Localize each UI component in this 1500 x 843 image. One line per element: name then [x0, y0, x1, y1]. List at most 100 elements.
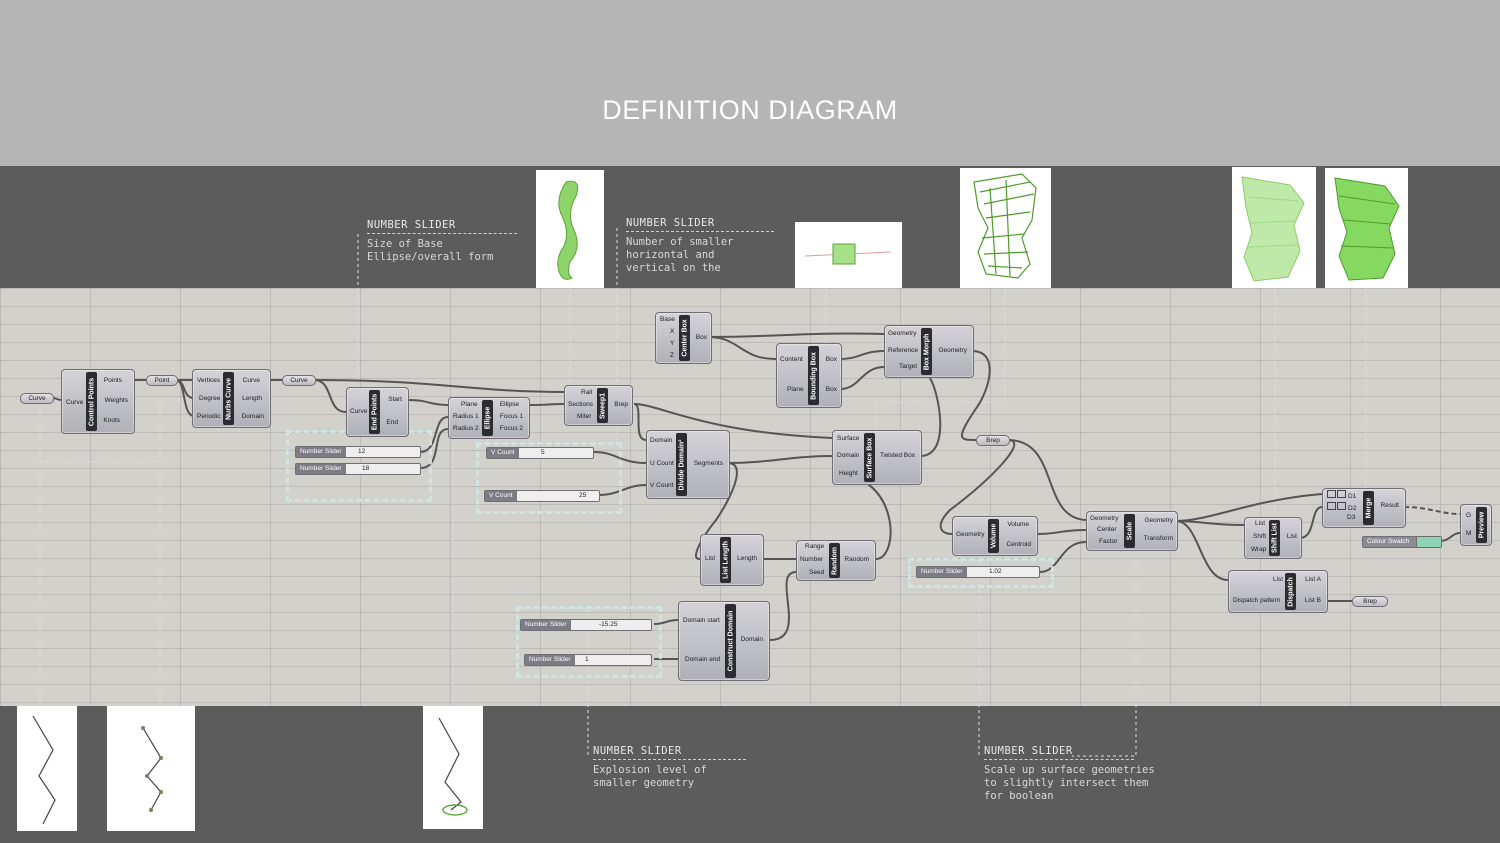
- output-end[interactable]: End: [386, 419, 398, 426]
- output-segments[interactable]: Segments: [693, 460, 723, 467]
- input-degree[interactable]: Degree: [199, 395, 221, 402]
- input-dispatch-pattern[interactable]: Dispatch pattern: [1233, 597, 1281, 604]
- input-z[interactable]: Z: [670, 352, 674, 359]
- input-y[interactable]: Y: [670, 340, 675, 347]
- output-focus-2[interactable]: Focus 2: [499, 425, 523, 432]
- input-v-count[interactable]: V Count: [650, 482, 674, 489]
- preview-node[interactable]: G M Preview: [1460, 504, 1492, 546]
- input-radius-2[interactable]: Radius 2: [453, 425, 479, 432]
- divide-domain-node[interactable]: Domain U Count V Count Divide Domain² Se…: [646, 430, 730, 499]
- input-u-count[interactable]: U Count: [650, 460, 674, 467]
- input-geometry[interactable]: Geometry: [956, 531, 985, 538]
- number-slider-radius-1[interactable]: Number Slider 12: [295, 446, 421, 458]
- input-height[interactable]: Height: [839, 470, 858, 477]
- input-geometry[interactable]: Geometry: [888, 330, 917, 337]
- output-volume[interactable]: Volume: [1007, 521, 1029, 528]
- output-centroid[interactable]: Centroid: [1006, 541, 1031, 548]
- output-focus-1[interactable]: Focus 1: [499, 413, 523, 420]
- output-box-2[interactable]: Box: [825, 386, 837, 393]
- output-geometry[interactable]: Geometry: [938, 347, 967, 354]
- input-miter[interactable]: Miter: [577, 413, 592, 420]
- input-surface[interactable]: Surface: [837, 435, 860, 442]
- output-start[interactable]: Start: [388, 396, 402, 403]
- output-list-b[interactable]: List B: [1304, 597, 1321, 604]
- construct-domain-node[interactable]: Domain start Domain end Construct Domain…: [678, 601, 770, 681]
- output-brep[interactable]: Brep: [614, 401, 628, 408]
- output-length[interactable]: Length: [737, 555, 757, 562]
- output-twisted-box[interactable]: Twisted Box: [879, 452, 915, 459]
- input-domain[interactable]: Domain: [650, 437, 673, 444]
- point-param[interactable]: Point: [146, 375, 178, 386]
- input-d2[interactable]: D2: [1327, 502, 1356, 512]
- u-count-slider[interactable]: V Count 5: [486, 447, 594, 459]
- output-ellipse[interactable]: Ellipse: [499, 401, 519, 408]
- output-domain[interactable]: Domain: [241, 413, 264, 420]
- output-list[interactable]: List: [1286, 533, 1297, 540]
- random-node[interactable]: Range Number Seed Random Random: [796, 540, 876, 581]
- brep-param-2[interactable]: Brep: [1352, 596, 1388, 607]
- output-transform[interactable]: Transform: [1143, 535, 1173, 542]
- control-points-node[interactable]: Curve Control Points Points Weights Knot…: [61, 369, 135, 434]
- input-domain-end[interactable]: Domain end: [685, 656, 721, 663]
- center-box-node[interactable]: Base X Y Z Center Box Box: [655, 312, 712, 364]
- input-geometry[interactable]: Geometry: [1090, 515, 1119, 522]
- nurbs-curve-node[interactable]: Vertices Degree Periodic Nurbs Curve Cur…: [192, 369, 271, 428]
- input-number[interactable]: Number: [800, 556, 824, 563]
- input-base[interactable]: Base: [660, 316, 675, 323]
- input-curve[interactable]: Curve: [66, 399, 84, 406]
- colour-swatch-node[interactable]: Colour Swatch: [1362, 536, 1442, 548]
- input-domain-start[interactable]: Domain start: [683, 617, 720, 624]
- sweep1-node[interactable]: Rail Sections Miter Sweep1 Brep: [564, 385, 633, 426]
- input-curve[interactable]: Curve: [350, 408, 368, 415]
- input-domain[interactable]: Domain: [837, 452, 860, 459]
- output-weights[interactable]: Weights: [104, 397, 128, 404]
- scale-factor-slider[interactable]: Number Slider 1.02: [916, 566, 1040, 578]
- input-factor[interactable]: Factor: [1099, 538, 1118, 545]
- input-plane[interactable]: Plane: [461, 401, 478, 408]
- input-content[interactable]: Content: [780, 356, 803, 363]
- input-periodic[interactable]: Periodic: [197, 413, 221, 420]
- input-list[interactable]: List: [1255, 520, 1266, 527]
- input-range[interactable]: Range: [805, 543, 825, 550]
- curve-param[interactable]: Curve: [20, 393, 54, 404]
- curve-param-2[interactable]: Curve: [282, 375, 316, 386]
- output-points[interactable]: Points: [103, 377, 122, 384]
- output-geometry[interactable]: Geometry: [1144, 517, 1173, 524]
- brep-param[interactable]: Brep: [976, 435, 1010, 446]
- output-result[interactable]: Result: [1380, 502, 1399, 509]
- input-x[interactable]: X: [670, 328, 675, 335]
- output-box[interactable]: Box: [825, 356, 837, 363]
- output-length[interactable]: Length: [242, 395, 262, 402]
- input-radius-1[interactable]: Radius 1: [453, 413, 479, 420]
- scale-node[interactable]: Geometry Center Factor Scale Geometry Tr…: [1086, 511, 1178, 551]
- bounding-box-node[interactable]: Content Plane Bounding Box Box Box: [776, 343, 842, 408]
- input-vertices[interactable]: Vertices: [197, 377, 221, 384]
- volume-node[interactable]: Geometry Volume Volume Centroid: [952, 516, 1038, 556]
- domain-end-slider[interactable]: Number Slider 1: [524, 654, 652, 666]
- input-plane[interactable]: Plane: [787, 386, 804, 393]
- input-d3[interactable]: D3: [1347, 514, 1356, 521]
- ellipse-node[interactable]: Plane Radius 1 Radius 2 Ellipse Ellipse …: [448, 397, 530, 439]
- input-list[interactable]: List: [1273, 576, 1284, 583]
- v-count-slider[interactable]: V Count 25: [484, 490, 600, 502]
- output-knots[interactable]: Knots: [103, 417, 120, 424]
- dispatch-node[interactable]: List Dispatch pattern Dispatch List A Li…: [1228, 570, 1328, 613]
- input-sections[interactable]: Sections: [568, 401, 593, 408]
- number-slider-radius-2[interactable]: Number Slider 18: [295, 463, 421, 475]
- swatch-color[interactable]: [1416, 537, 1441, 547]
- input-seed[interactable]: Seed: [809, 569, 825, 576]
- end-points-node[interactable]: Curve End Points Start End: [346, 387, 409, 437]
- input-m[interactable]: M: [1466, 530, 1472, 537]
- input-g[interactable]: G: [1466, 512, 1472, 519]
- input-list[interactable]: List: [705, 555, 716, 562]
- output-random[interactable]: Random: [844, 556, 869, 563]
- shift-list-node[interactable]: List Shift Wrap Shift List List: [1244, 517, 1302, 559]
- output-curve[interactable]: Curve: [242, 377, 260, 384]
- output-domain[interactable]: Domain: [740, 636, 763, 643]
- box-morph-node[interactable]: Geometry Reference Target Box Morph Geom…: [884, 325, 974, 378]
- list-length-node[interactable]: List List Length Length: [700, 534, 764, 586]
- surface-box-node[interactable]: Surface Domain Height Surface Box Twiste…: [832, 430, 922, 485]
- input-center[interactable]: Center: [1097, 526, 1117, 533]
- output-box[interactable]: Box: [695, 334, 707, 341]
- merge-node[interactable]: D1 D2 D3 Merge Result: [1322, 488, 1406, 528]
